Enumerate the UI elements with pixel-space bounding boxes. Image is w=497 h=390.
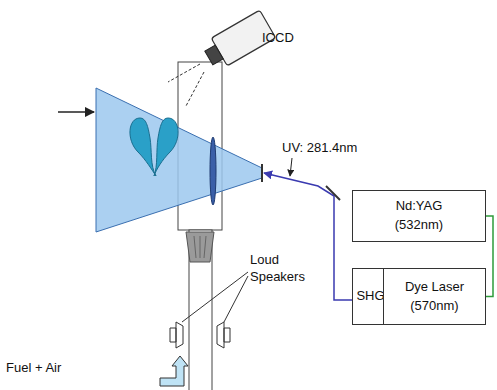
laser-box: Dye Laser (570nm) — [383, 268, 486, 325]
device-label: ICCD — [262, 30, 294, 47]
leader-line — [290, 158, 292, 176]
input-label: Fuel + Air — [6, 360, 61, 377]
box-label: Nd:YAG (532nm) — [383, 197, 455, 235]
flame — [130, 118, 156, 176]
part-label: Loud Speakers — [250, 252, 316, 286]
mirror — [326, 186, 340, 200]
leader-line — [182, 272, 248, 322]
nozzle — [186, 232, 214, 262]
beam-line — [486, 216, 493, 297]
lens — [210, 137, 216, 205]
leader-line — [224, 276, 248, 322]
flow-arrow — [58, 111, 94, 113]
laser-box: Nd:YAG (532nm) — [352, 190, 486, 242]
box-label: SHG — [356, 287, 384, 306]
aperture — [261, 164, 263, 182]
fuel-arrow — [160, 356, 188, 386]
flame — [154, 118, 178, 176]
view-line — [186, 72, 204, 106]
box-label: Dye Laser (570nm) — [399, 278, 471, 316]
beam-label: UV: 281.4nm — [282, 140, 357, 157]
loud-speaker — [217, 322, 230, 348]
loud-speaker — [170, 322, 183, 348]
view-line — [168, 64, 200, 82]
laser-sheet — [96, 88, 262, 232]
